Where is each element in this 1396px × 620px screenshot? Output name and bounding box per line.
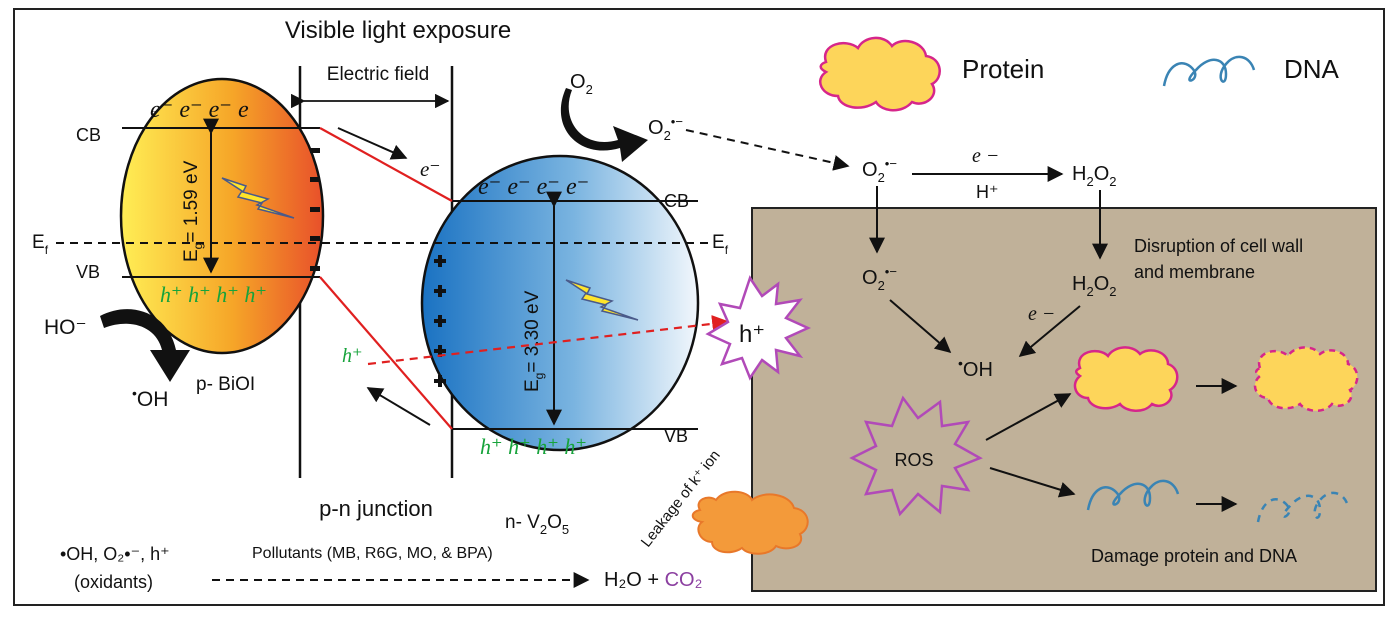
title: Visible light exposure <box>285 17 511 44</box>
dna-damaged-icon <box>1256 491 1350 523</box>
biol-particle <box>119 77 325 355</box>
svg-text:Eg= 3.30 eV: Eg= 3.30 eV <box>522 290 546 392</box>
o2-label: O2 <box>570 71 593 97</box>
legend-dna-label: DNA <box>1284 54 1340 84</box>
oh-label: •OH <box>132 385 168 411</box>
biol-electrons: e⁻ e⁻ e⁻ e <box>150 97 249 123</box>
v2o5-bandgap-label: Eg= 3.30 eV <box>522 290 546 392</box>
hplus-burst-label: h⁺ <box>739 321 765 348</box>
leakage-cloud-icon <box>691 490 809 555</box>
hole-to-cell-arrow <box>367 315 730 366</box>
products-label: H₂O + CO₂ <box>604 569 702 591</box>
radical-to-oh-arrow <box>889 299 952 354</box>
v2o5-holes: h⁺ h⁺ h⁺ h⁺ <box>480 434 587 459</box>
hole-transfer-arrow <box>366 387 431 426</box>
ros-label: ROS <box>894 450 933 470</box>
biol-holes: h⁺ h⁺ h⁺ h⁺ <box>160 282 267 307</box>
junction-label: p-n junction <box>319 496 433 521</box>
electric-field-label: Electric field <box>327 64 429 85</box>
v2o5-positive-charges <box>434 255 446 387</box>
ef-right: Ef <box>712 232 729 257</box>
svg-text:Eg= 1.59 eV: Eg= 1.59 eV <box>181 160 205 262</box>
biol-light-icon <box>221 177 295 219</box>
ef-left: Ef <box>32 232 49 257</box>
cell-oh: •OH <box>958 355 993 381</box>
electron-label: e⁻ <box>420 157 440 181</box>
v2o5-light-icon <box>565 279 639 321</box>
reaction-h-plus: H⁺ <box>976 182 999 202</box>
ros-to-protein-arrow <box>985 393 1072 441</box>
protein-intact-icon <box>1073 346 1179 412</box>
ho-label: HO⁻ <box>44 316 87 339</box>
vb-connect-line <box>319 276 453 430</box>
electron-transfer-arrow <box>337 127 408 160</box>
biol-negative-charges <box>310 148 320 271</box>
hplus-burst-icon <box>705 275 812 381</box>
v2o5-label: n- V2O5 <box>505 512 569 537</box>
biol-bandgap-label: Eg= 1.59 eV <box>181 160 205 262</box>
legend-protein-icon <box>819 36 941 112</box>
pollutants-label: Pollutants (MB, R6G, MO, & BPA) <box>252 545 493 562</box>
biol-cb-label: CB <box>76 125 101 145</box>
v2o5-vb-label: VB <box>664 426 688 446</box>
h2o2-top: H2O2 <box>1072 163 1116 189</box>
h2o2-cell: H2O2 <box>1072 273 1116 299</box>
dna-intact-icon <box>1086 479 1180 511</box>
v2o5-electrons: e⁻ e⁻ e⁻ e⁻ <box>478 174 589 200</box>
radical-diffusion-arrow <box>685 129 850 171</box>
oxidants-line2: (oxidants) <box>74 572 153 592</box>
v2o5-cb-label: CB <box>664 191 689 211</box>
o2-radical-cell: O2•− <box>862 264 897 293</box>
reaction-e-minus: e − <box>972 145 999 167</box>
cb-connect-line <box>319 127 453 202</box>
legend-dna-icon <box>1162 55 1256 87</box>
ho-oxidation-arrow <box>100 309 190 382</box>
ros-to-dna-arrow <box>989 467 1076 498</box>
hole-label: h⁺ <box>342 345 363 367</box>
h2o2-to-oh-arrow <box>1018 305 1081 358</box>
o2-radical-top: O2•− <box>862 156 897 185</box>
disruption-line1: Disruption of cell wall <box>1134 236 1303 256</box>
o2-reduction-arrow <box>560 88 648 162</box>
damage-label: Damage protein and DNA <box>1091 546 1297 566</box>
o2-radical-label: O2•− <box>648 114 683 143</box>
outer-frame <box>13 8 1385 606</box>
legend-protein-label: Protein <box>962 54 1044 84</box>
cell-e-minus: e − <box>1028 303 1055 325</box>
biol-label: p- BiOI <box>196 374 255 395</box>
oxidants-line1: •OH, O₂•⁻, h⁺ <box>60 544 170 564</box>
protein-damaged-icon <box>1253 346 1359 412</box>
ros-burst-icon <box>849 395 983 517</box>
biol-vb-label: VB <box>76 262 100 282</box>
disruption-line2: and membrane <box>1134 262 1255 282</box>
